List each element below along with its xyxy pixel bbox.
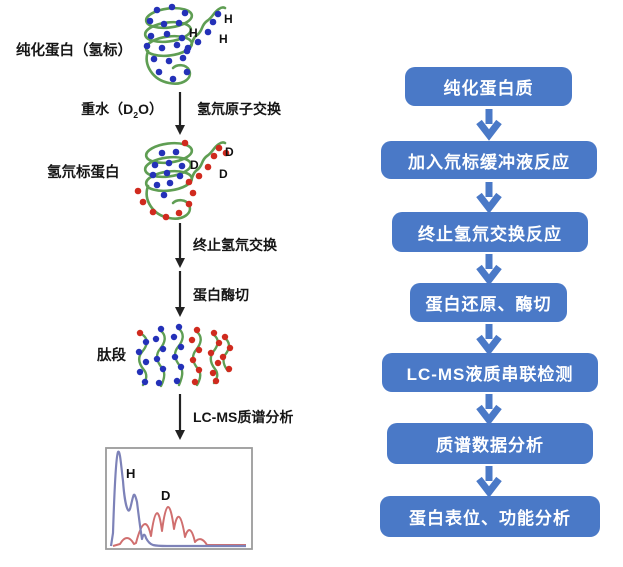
flow-step-7: 蛋白表位、功能分析 bbox=[380, 496, 600, 537]
flow-step-6: 质谱数据分析 bbox=[387, 423, 593, 464]
flow-connector-4-arrow-icon bbox=[476, 324, 502, 356]
peptide-deuterium-dots bbox=[136, 326, 234, 386]
reagent-text: 重水（D bbox=[81, 101, 134, 117]
d-atom-label: D bbox=[190, 158, 199, 172]
flow-step-2: 加入氘标缓冲液反应 bbox=[381, 141, 597, 179]
flow-connector-2-arrow-icon bbox=[476, 182, 502, 214]
h-atom-label: H bbox=[219, 32, 228, 46]
d-curve bbox=[112, 506, 246, 547]
lcms-label: LC-MS质谱分析 bbox=[193, 409, 294, 425]
flow-connector-5-arrow-icon bbox=[476, 394, 502, 426]
h-curve bbox=[109, 450, 246, 548]
down-arrow-2-icon bbox=[175, 223, 185, 268]
stage2-label: 氢氘标蛋白 bbox=[47, 165, 120, 181]
flow-connector-3-arrow-icon bbox=[476, 254, 502, 286]
hydrogen-dots bbox=[143, 3, 222, 83]
native-protein-illustration: H H H bbox=[143, 3, 233, 85]
flow-step-3: 终止氢氘交换反应 bbox=[392, 212, 588, 252]
flow-step-5: LC-MS液质串联检测 bbox=[382, 353, 598, 392]
reagent-label: 重水（D2O） bbox=[57, 101, 163, 120]
down-arrow-1-icon bbox=[175, 92, 185, 135]
reagent-subscript: 2 bbox=[133, 109, 139, 120]
deuterated-protein-illustration: D D D bbox=[134, 139, 234, 221]
peptide-label: 肽段 bbox=[97, 348, 126, 364]
core-hydrogen-dots bbox=[149, 148, 186, 199]
mass-spectrum-chart: H D bbox=[105, 447, 253, 550]
d-atom-label: D bbox=[219, 167, 228, 181]
peptide-hydrogen-dots bbox=[135, 323, 185, 387]
d-peak-label: D bbox=[161, 488, 170, 503]
digestion-label: 蛋白酶切 bbox=[193, 287, 249, 303]
peptide-fragments-illustration bbox=[135, 323, 234, 388]
h-atom-label: H bbox=[189, 26, 198, 40]
h-atom-label: H bbox=[224, 12, 233, 26]
h-peak-label: H bbox=[126, 466, 135, 481]
down-arrow-4-icon bbox=[175, 394, 185, 440]
stage1-label: 纯化蛋白（氢标） bbox=[16, 43, 132, 59]
down-arrow-3-icon bbox=[175, 271, 185, 317]
d-atom-label: D bbox=[225, 145, 234, 159]
flow-connector-1-arrow-icon bbox=[476, 109, 502, 141]
flow-connector-6-arrow-icon bbox=[476, 466, 502, 498]
deuterium-dots bbox=[134, 139, 230, 221]
flow-step-4: 蛋白还原、酶切 bbox=[410, 283, 567, 322]
stop-exchange-label: 终止氢氘交换 bbox=[193, 237, 277, 253]
flow-step-1: 纯化蛋白质 bbox=[405, 67, 572, 106]
exchange-label: 氢氘原子交换 bbox=[197, 101, 281, 117]
reagent-text: O） bbox=[138, 101, 163, 117]
